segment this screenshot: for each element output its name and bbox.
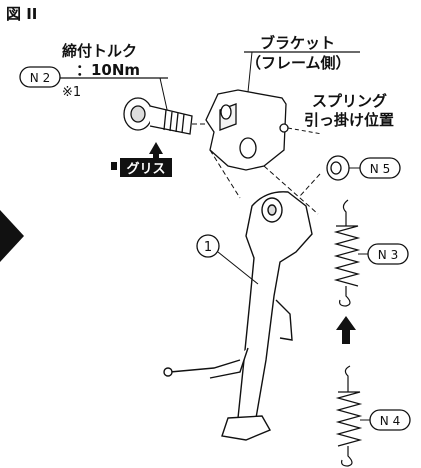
bracket-leader-line (247, 51, 253, 93)
grease-marker (111, 162, 117, 170)
washer-n5 (326, 155, 350, 181)
note-mark: ※1 (62, 85, 81, 100)
bracket-label-2: （フレーム側） (246, 54, 351, 72)
part1-leader-line (217, 251, 259, 285)
page-arrow-icon (0, 210, 24, 262)
side-stand-illustration (163, 191, 313, 441)
callout-n5: N 5 (359, 157, 401, 179)
up-arrow-icon (336, 316, 356, 344)
callout-part1: 1 (196, 234, 220, 258)
torque-value: ：10Nm (76, 61, 140, 79)
spring-hook-line (287, 127, 323, 135)
figure-title: 図 II (6, 5, 37, 23)
bracket-label-1: ブラケット (260, 34, 335, 52)
grease-label: グリス (126, 161, 165, 177)
callout-n2: N 2 (19, 66, 61, 88)
callout-part1-label: 1 (204, 240, 212, 255)
callout-n5-label: N 5 (370, 162, 390, 176)
callout-n3-label: N 3 (378, 248, 398, 262)
spring-label-1: スプリング (312, 92, 387, 110)
spring-n3 (333, 199, 361, 307)
callout-n4-label: N 4 (380, 414, 400, 428)
callout-n3: N 3 (367, 243, 409, 265)
grease-badge (120, 158, 172, 177)
up-arrow-icon (149, 142, 163, 166)
bolt-illustration (123, 97, 193, 135)
bracket-illustration (205, 89, 289, 171)
spring-label-2: 引っ掛け位置 (304, 111, 394, 129)
callout-n4: N 4 (369, 409, 411, 431)
torque-title: 締付トルク (62, 42, 137, 60)
pivot-guide-lines (209, 149, 321, 215)
spring-n4 (335, 365, 363, 467)
callout-n2-label: N 2 (30, 71, 50, 85)
torque-leader-line (159, 77, 169, 115)
